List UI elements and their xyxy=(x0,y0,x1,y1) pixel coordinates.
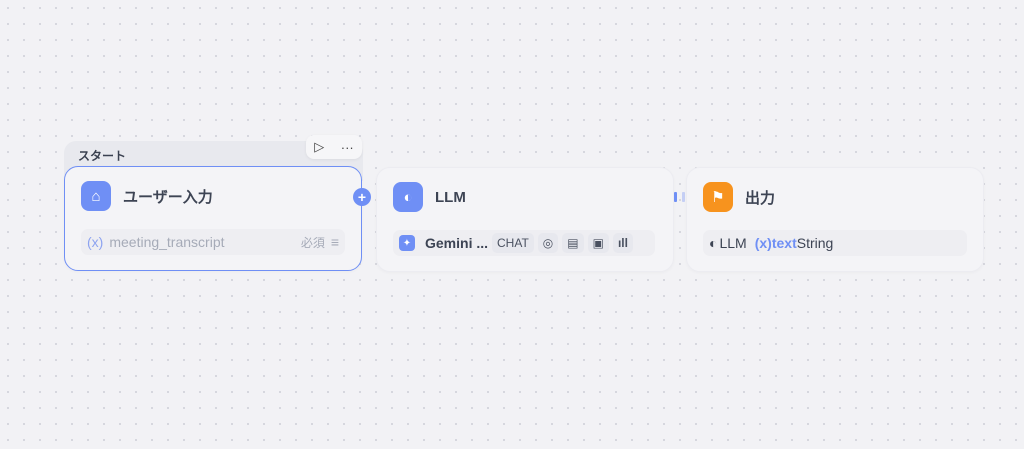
output-variable-row[interactable]: ◐ LLM (x) text String xyxy=(703,230,967,256)
start-group-label: スタート xyxy=(78,149,127,163)
mode-badge: CHAT xyxy=(492,233,534,253)
node-user-input[interactable]: ⌂ ユーザー入力 (x) meeting_transcript 必須 ≡ xyxy=(64,166,362,271)
node-title: LLM xyxy=(435,188,466,206)
variable-icon: (x) xyxy=(754,235,772,251)
more-button[interactable]: ··· xyxy=(340,139,354,155)
llm-icon: ◐ xyxy=(709,235,718,251)
input-variable-row[interactable]: (x) meeting_transcript 必須 ≡ xyxy=(81,229,345,255)
model-row[interactable]: ✦ Gemini ... CHAT ◎ ▤ ▣ ıll xyxy=(393,230,655,256)
node-output[interactable]: ⚑ 出力 ◐ LLM (x) text String xyxy=(686,167,984,272)
variable-name: text xyxy=(771,235,797,251)
node-llm[interactable]: ◐ LLM ✦ Gemini ... CHAT ◎ ▤ ▣ ıll xyxy=(376,167,674,272)
node-title: ユーザー入力 xyxy=(123,188,213,206)
variable-name: meeting_transcript xyxy=(109,234,225,250)
required-badge: 必須 xyxy=(300,235,325,250)
add-node-handle[interactable]: + xyxy=(353,188,371,206)
flag-icon: ⚑ xyxy=(703,182,733,212)
gemini-icon: ✦ xyxy=(399,235,415,251)
text-lines-icon: ≡ xyxy=(330,234,339,250)
vision-icon: ◎ xyxy=(537,233,559,253)
llm-icon: ◐ xyxy=(393,182,423,212)
node-title: 出力 xyxy=(745,189,776,207)
variable-type: String xyxy=(796,235,834,251)
connector-handle[interactable] xyxy=(682,192,685,202)
model-name: Gemini ... xyxy=(425,235,489,251)
run-button[interactable]: ▷ xyxy=(314,139,325,154)
node-toolbar: ▷ ··· xyxy=(306,135,362,159)
document-icon: ▤ xyxy=(562,233,584,253)
source-node: LLM xyxy=(719,235,747,251)
video-icon: ▣ xyxy=(587,233,609,253)
home-icon: ⌂ xyxy=(81,181,111,211)
audio-icon: ıll xyxy=(612,233,633,253)
connector-handle[interactable] xyxy=(674,192,677,202)
variable-icon: (x) xyxy=(87,234,104,250)
